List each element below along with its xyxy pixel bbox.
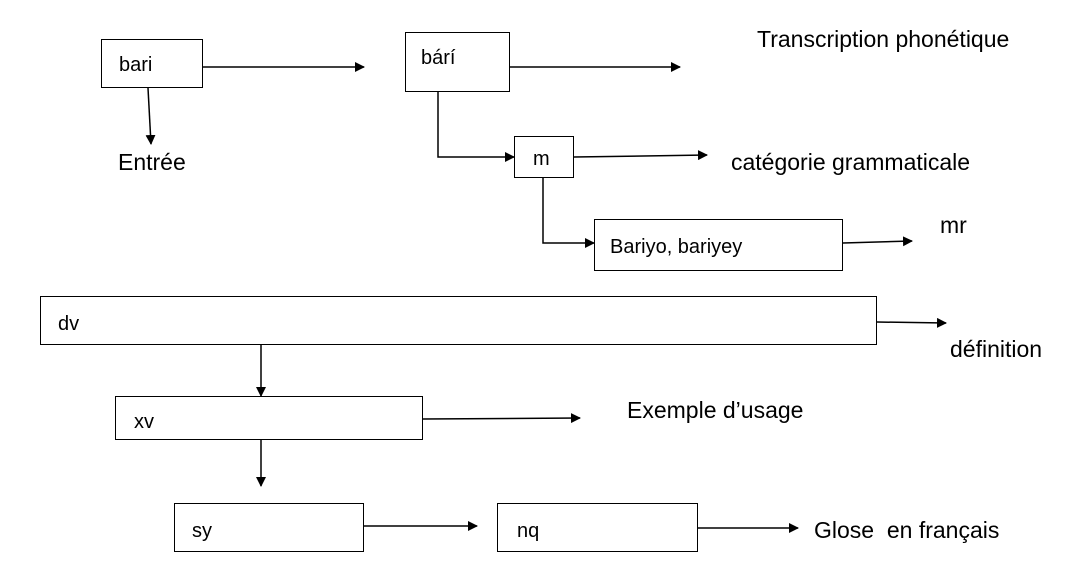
exemple-label: Exemple d’usage xyxy=(627,397,804,423)
m-box-label: m xyxy=(533,148,550,170)
dv-box-label: dv xyxy=(58,313,80,335)
arrow-m-to-categorie xyxy=(573,150,708,161)
arrow-bari-tone-to-m xyxy=(437,92,515,162)
nq-box: nq xyxy=(497,503,698,552)
mr-forms-box: Bariyo, bariyey xyxy=(594,219,843,271)
sy-box-label: sy xyxy=(192,520,212,542)
bari-tone-box: bárí xyxy=(405,32,510,92)
nq-box-label: nq xyxy=(517,520,540,542)
xv-box: xv xyxy=(115,396,423,440)
entree-label: Entrée xyxy=(118,149,186,175)
arrow-dv-to-definition xyxy=(876,317,947,328)
sy-box: sy xyxy=(174,503,364,552)
m-box: m xyxy=(514,136,574,178)
bari-box: bari xyxy=(101,39,203,88)
arrow-m-to-mr-forms xyxy=(542,178,595,248)
transcription-label: Transcription phonétique xyxy=(757,26,1010,52)
mr-label: mr xyxy=(940,212,967,238)
xv-box-label: xv xyxy=(134,411,154,433)
categorie-label: catégorie grammaticale xyxy=(731,149,971,175)
glose-label: Glose en français xyxy=(814,517,1000,543)
bari-tone-box-label: bárí xyxy=(421,47,456,69)
arrow-mr-forms-to-mr xyxy=(842,236,913,247)
definition-label: définition xyxy=(950,336,1043,362)
bari-box-label: bari xyxy=(119,54,153,76)
arrow-bari-to-entree xyxy=(145,87,156,145)
mr-forms-box-label: Bariyo, bariyey xyxy=(610,236,743,258)
dv-box: dv xyxy=(40,296,877,345)
arrow-xv-to-exemple xyxy=(422,413,581,424)
